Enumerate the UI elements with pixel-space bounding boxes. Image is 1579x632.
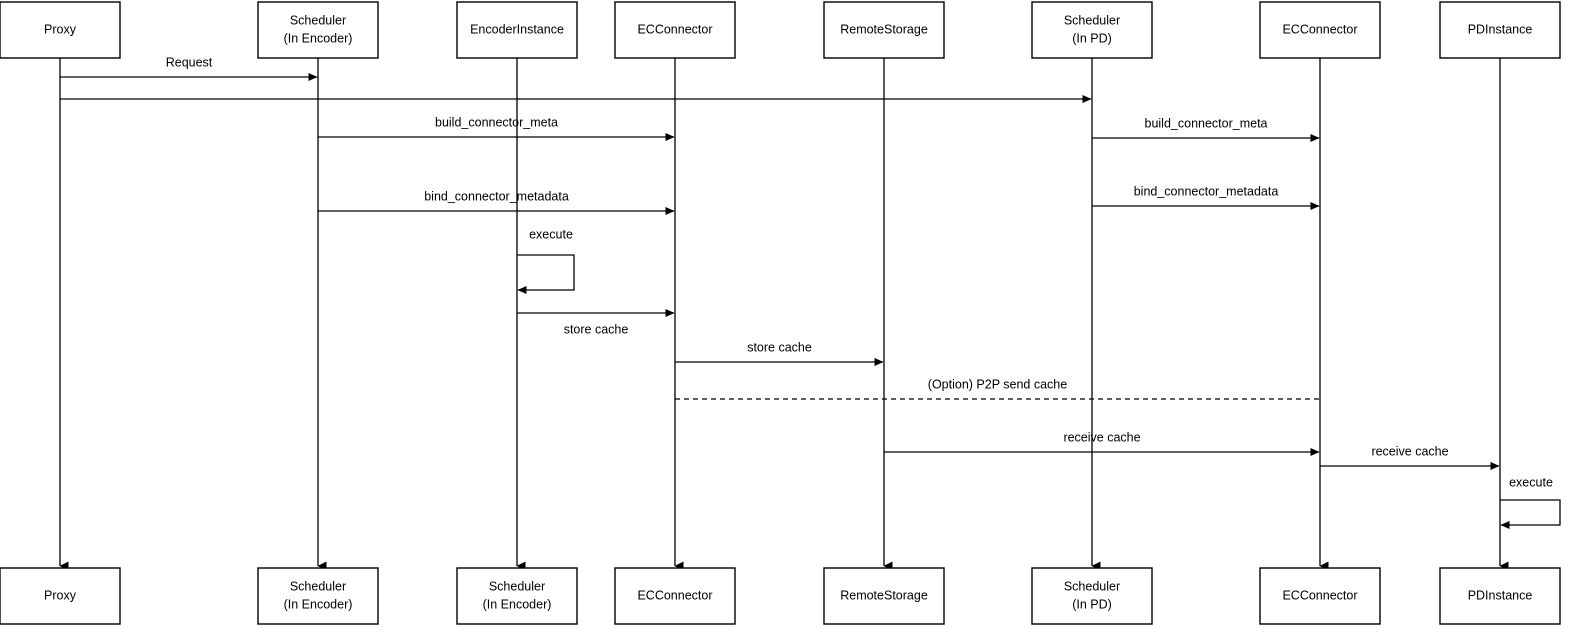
participant-header-label: RemoteStorage [840, 22, 928, 36]
participant-footer-sched_pd[interactable]: Scheduler (In PD) [1031, 567, 1153, 625]
message-m9[interactable]: (Option) P2P send cache [675, 377, 1320, 400]
message-label-m10: receive cache [1063, 430, 1140, 444]
message-label-m4: build_connector_meta [1145, 116, 1268, 130]
self-message-path-s1 [517, 254, 575, 294]
participant-footer-sched_enc[interactable]: Scheduler (In Encoder) [257, 567, 379, 625]
message-label-m9: (Option) P2P send cache [928, 377, 1067, 391]
participant-header-label-line2: (In Encoder) [284, 31, 353, 45]
participant-header-encoder_inst[interactable]: EncoderInstance [456, 1, 578, 59]
participant-header-label-line2: (In PD) [1072, 31, 1112, 45]
participant-footer-label: RemoteStorage [840, 588, 928, 602]
participant-footer-remote_store[interactable]: RemoteStorage [823, 567, 945, 625]
self-messages-layer: execute execute [517, 227, 1561, 529]
message-label-m3: build_connector_meta [435, 115, 558, 129]
message-m4[interactable]: build_connector_meta [1092, 116, 1320, 142]
message-label-m8: store cache [747, 340, 812, 354]
message-label-m5: bind_connector_metadata [424, 189, 569, 203]
message-m1[interactable]: Request [60, 55, 318, 81]
participant-header-label: PDInstance [1468, 22, 1533, 36]
participant-header-label: ECConnector [1282, 22, 1357, 36]
participant-header-proxy[interactable]: Proxy [0, 1, 121, 59]
participant-footer-label-line2: (In Encoder) [284, 597, 353, 611]
message-label-m11: receive cache [1371, 444, 1448, 458]
participant-footer-ec_conn_right[interactable]: ECConnector [1259, 567, 1381, 625]
message-label-m6: bind_connector_metadata [1134, 184, 1279, 198]
message-m7[interactable]: store cache [517, 309, 675, 336]
participant-header-label: Proxy [44, 22, 77, 36]
message-m11[interactable]: receive cache [1320, 444, 1500, 470]
participant-header-label-line1: Scheduler [1064, 13, 1120, 27]
participant-header-sched_enc[interactable]: Scheduler (In Encoder) [257, 1, 379, 59]
participant-footer-label: Proxy [44, 588, 77, 602]
message-m6[interactable]: bind_connector_metadata [1092, 184, 1320, 210]
participant-footer-pd_inst[interactable]: PDInstance [1439, 567, 1561, 625]
participant-header-sched_pd[interactable]: Scheduler (In PD) [1031, 1, 1153, 59]
self-message-path-s2 [1500, 499, 1561, 529]
participant-footer-ec_conn_left[interactable]: ECConnector [614, 567, 736, 625]
self-message-s2[interactable]: execute [1500, 475, 1561, 529]
message-m5[interactable]: bind_connector_metadata [318, 189, 675, 215]
participant-footer-label-line1: Scheduler [1064, 579, 1120, 593]
participant-header-ec_conn_right[interactable]: ECConnector [1259, 1, 1381, 59]
footer-participant-boxes: Proxy Scheduler (In Encoder) Scheduler (In E… [0, 567, 1561, 625]
participant-footer-label-line2: (In PD) [1072, 597, 1112, 611]
participant-footer-label-line1: Scheduler [489, 579, 545, 593]
message-label-m7: store cache [564, 322, 629, 336]
participant-footer-label: ECConnector [637, 588, 712, 602]
participant-header-label-line1: Scheduler [290, 13, 346, 27]
message-m3[interactable]: build_connector_meta [318, 115, 675, 141]
messages-layer: Request build_connector_meta build_connect… [60, 55, 1500, 470]
header-participant-boxes: Proxy Scheduler (In Encoder) EncoderInstanc… [0, 1, 1561, 59]
participant-footer-label-line1: Scheduler [290, 579, 346, 593]
participant-header-pd_inst[interactable]: PDInstance [1439, 1, 1561, 59]
participant-footer-label: ECConnector [1282, 588, 1357, 602]
message-m10[interactable]: receive cache [884, 430, 1320, 456]
message-m8[interactable]: store cache [675, 340, 884, 366]
participant-footer-label-line2: (In Encoder) [483, 597, 552, 611]
self-message-s1[interactable]: execute [517, 227, 575, 294]
self-message-label-s1: execute [529, 227, 573, 241]
participant-header-ec_conn_left[interactable]: ECConnector [614, 1, 736, 59]
participant-header-remote_store[interactable]: RemoteStorage [823, 1, 945, 59]
participant-header-label: ECConnector [637, 22, 712, 36]
participant-footer-proxy[interactable]: Proxy [0, 567, 121, 625]
participant-footer-label: PDInstance [1468, 588, 1533, 602]
participant-header-label: EncoderInstance [470, 22, 564, 36]
message-label-m1: Request [166, 55, 213, 69]
self-message-label-s2: execute [1509, 475, 1553, 489]
lifelines-layer [59, 58, 1509, 571]
participant-footer-encoder_inst[interactable]: Scheduler (In Encoder) [456, 567, 578, 625]
